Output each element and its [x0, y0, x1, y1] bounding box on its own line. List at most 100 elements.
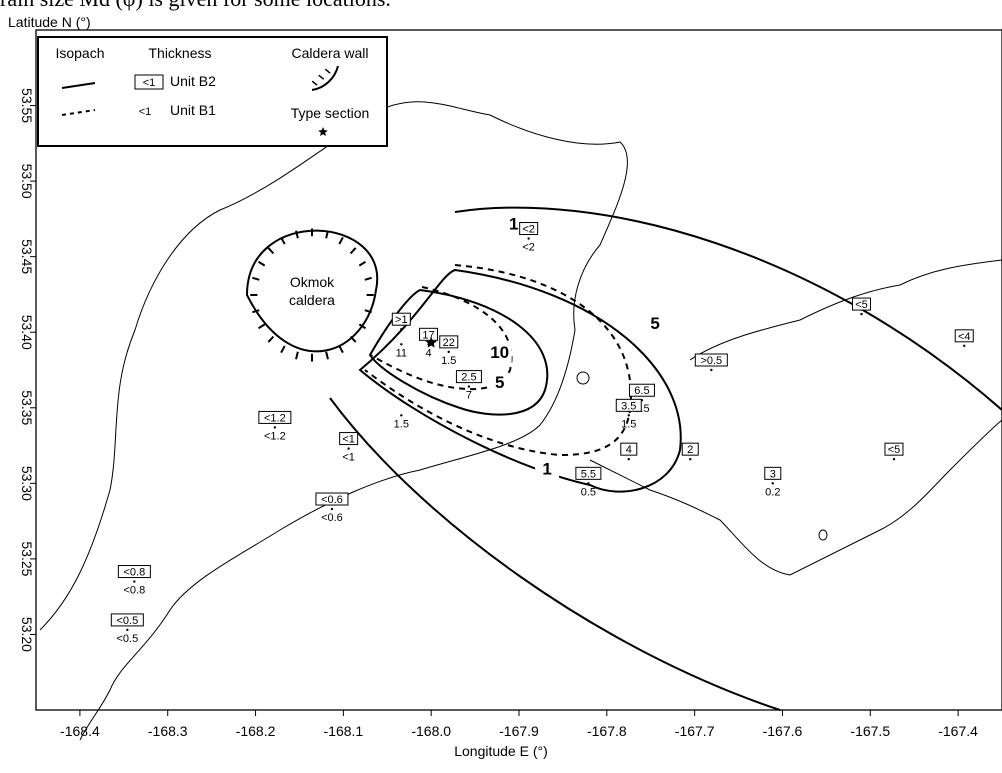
unit-b1-thickness: 0.2 [765, 486, 780, 498]
unit-b2-box [681, 442, 699, 456]
x-tick-label: -168.0 [411, 723, 451, 739]
unit-b1-thickness: <0.8 [123, 585, 145, 597]
sample-dot [467, 385, 471, 388]
unit-b1-thickness: 11 [396, 347, 407, 359]
sample-site: <0.8<0.8 [117, 565, 151, 597]
y-tick-label: 53.40 [19, 315, 35, 350]
type-section-star [425, 336, 437, 348]
sample-dot [627, 457, 630, 461]
unit-b1-thickness: 7 [466, 390, 472, 402]
legend-type-section-title: Type section [291, 105, 370, 121]
unit-b2-box [258, 410, 292, 424]
sample-site: <4 [954, 329, 974, 348]
sample-site: <0.6<0.6 [315, 492, 349, 524]
legend-caldera-wall-hachure [324, 68, 331, 74]
legend-unit-b2: Unit B2 [170, 73, 216, 89]
unit-b2-thickness: 2.5 [461, 372, 476, 384]
sample-site: 30.2 [764, 466, 782, 498]
y-axis-label: Latitude N (°) [8, 14, 91, 30]
legend-dashed-line [61, 109, 96, 116]
caldera-wall-hachure [252, 309, 260, 314]
x-tick-label: -168.4 [60, 723, 100, 739]
legend-caldera-wall-symbol [311, 65, 339, 91]
sample-dot [527, 237, 530, 240]
unit-b2-box [615, 398, 642, 412]
unit-b2-thickness: <1 [342, 434, 355, 446]
isopach-label: 10 [490, 343, 509, 362]
isopach-5-unit-b2 [358, 268, 682, 493]
unit-b2-box [628, 383, 655, 397]
sample-site: <5 [884, 442, 904, 461]
sample-dot [710, 368, 713, 372]
sample-dot [892, 457, 896, 461]
isopach-1-unit-b2-north [454, 206, 1002, 411]
legend-solid-line [61, 82, 96, 89]
unit-b1-thickness: 1.5 [441, 355, 456, 367]
unit-b1-thickness: 0.5 [581, 486, 596, 498]
sample-dot [133, 580, 136, 583]
legend-boxed-value: <1 [143, 77, 156, 89]
isopach-label: 5 [650, 314, 659, 333]
caldera-wall-hachure [325, 351, 329, 360]
unit-b2-box [884, 442, 904, 456]
legend-caldera-wall-hachure [311, 80, 318, 86]
caldera-wall-hachure [267, 335, 275, 343]
caldera-wall-hachure [280, 236, 286, 245]
caldera-name-line-1: Okmok [290, 274, 335, 290]
unit-b2-box [419, 327, 439, 341]
sample-site: 4 [620, 442, 638, 461]
unit-b2-thickness: 4 [626, 444, 632, 456]
caldera-wall-hachure [364, 276, 372, 281]
x-tick-label: -168.3 [148, 723, 188, 739]
y-tick-label: 53.45 [19, 239, 35, 274]
legend-type-section-star [318, 127, 328, 137]
coastline [39, 101, 1002, 741]
unit-b1-thickness: <1 [342, 452, 355, 464]
sample-site: 17 4 [419, 327, 439, 359]
figure-caption-fragment: rain size Md (φ) is given for some locat… [0, 0, 1002, 16]
sample-site: <5 [851, 297, 871, 316]
caldera-wall-hachure [295, 351, 299, 360]
sample-site: 2.57 [455, 370, 482, 402]
sample-dot [771, 482, 774, 485]
unit-b1-thickness: 4 [425, 347, 431, 359]
unit-b2-thickness: <5 [888, 444, 901, 456]
sample-dot [330, 507, 334, 511]
sample-site: 1.5 [394, 414, 409, 430]
caldera-name-line-2: caldera [289, 292, 335, 308]
coastline-east [589, 419, 1002, 576]
sample-site: 3.51.5 [615, 398, 642, 430]
sample-dot [347, 447, 350, 450]
caldera-wall-hachure [349, 247, 357, 255]
y-tick-label: 53.35 [19, 390, 35, 425]
caldera-rim [245, 229, 379, 353]
y-tick-label: 53.55 [19, 88, 35, 123]
legend-thickness-title: Thickness [148, 45, 211, 61]
unit-b1-thickness: 1.5 [621, 418, 636, 430]
unit-b2-thickness: 17 [422, 329, 434, 341]
isopach-1-unit-b2-south [329, 397, 781, 711]
isopach-label: 5 [495, 373, 504, 392]
unit-b1-thickness: <0.5 [116, 633, 138, 645]
sample-dot [400, 343, 403, 346]
x-tick-label: -167.4 [938, 723, 978, 739]
x-tick-label: -167.6 [763, 723, 803, 739]
y-tick-label: 53.20 [19, 617, 35, 652]
x-tick-label: -167.7 [675, 723, 715, 739]
sample-site: <2<2 [519, 222, 539, 254]
x-tick-label: -168.2 [236, 723, 276, 739]
unit-b2-box [694, 353, 728, 367]
unit-b2-box [339, 432, 359, 446]
sample-dot [400, 328, 403, 331]
sample-site: 5.50.5 [575, 466, 602, 498]
legend-frame [37, 36, 388, 147]
caldera-wall-hachure [280, 345, 286, 354]
small-lake [818, 529, 828, 541]
isopach-1-unit-b1 [364, 264, 632, 457]
caldera-wall-hachure [349, 335, 357, 343]
sample-site: <1.2<1.2 [258, 410, 292, 442]
unit-b2-thickness: <2 [522, 224, 535, 236]
isopach-label-bg [487, 374, 512, 393]
coastline-west [39, 101, 628, 741]
